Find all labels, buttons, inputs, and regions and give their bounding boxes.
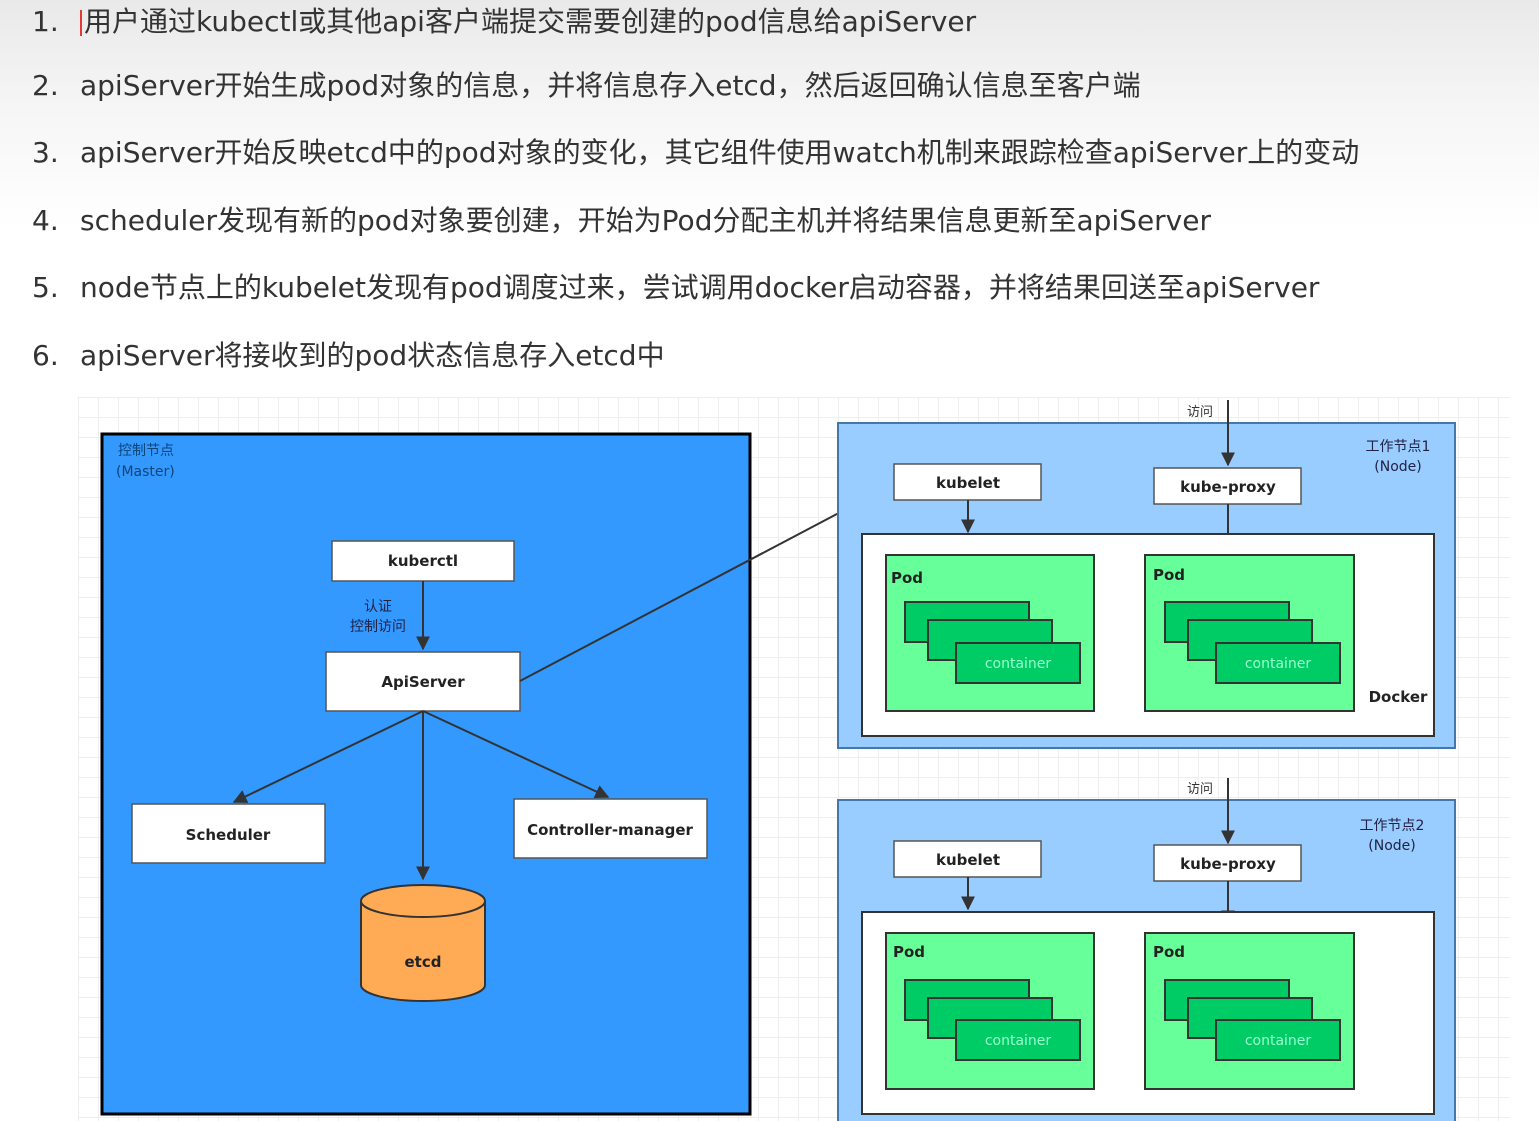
kubectl-label: kuberctl bbox=[388, 552, 458, 570]
step-text: node节点上的kubelet发现有pod调度过来，尝试调用docker启动容器… bbox=[80, 271, 1320, 304]
node2-pod1-container-label: container bbox=[985, 1033, 1052, 1049]
step-number: 2. bbox=[32, 69, 59, 102]
node2-kube-proxy-box bbox=[1153, 844, 1302, 882]
master-title-line2: (Master) bbox=[116, 464, 175, 480]
scheduler-label: Scheduler bbox=[186, 826, 271, 844]
step-number: 4. bbox=[32, 204, 59, 237]
node2-title-line2: (Node) bbox=[1368, 838, 1415, 854]
apiserver-to-controller-arrow bbox=[422, 710, 610, 799]
node1-kubelet-label: kubelet bbox=[936, 474, 1000, 492]
step-item: 2. apiServer开始生成pod对象的信息，并将信息存入etcd，然后返回确… bbox=[32, 64, 1141, 108]
node1-pod-2: Pod container bbox=[1144, 554, 1355, 712]
node2-kube-proxy-label: kube-proxy bbox=[1180, 855, 1276, 873]
node2-kubelet-box bbox=[893, 840, 1042, 878]
node1-pod-1: Pod container bbox=[885, 554, 1095, 712]
step-item: 1. 用户通过kubectl或其他api客户端提交需要创建的pod信息给apiSe… bbox=[32, 0, 976, 44]
apiserver-label: ApiServer bbox=[381, 673, 465, 691]
controller-manager-box bbox=[513, 798, 708, 859]
node1-kube-proxy-label: kube-proxy bbox=[1180, 478, 1276, 496]
step-item: 5. node节点上的kubelet发现有pod调度过来，尝试调用docker启动… bbox=[32, 266, 1319, 310]
worker-node-1: 工作节点1 (Node) 访问 kubelet kube-proxy Docke… bbox=[837, 400, 1456, 749]
scheduler-box bbox=[131, 803, 326, 864]
step-number: 3. bbox=[32, 136, 59, 169]
worker-node-2: 工作节点2 (Node) 访问 kubelet kube-proxy Pod bbox=[837, 778, 1456, 1121]
step-item: 6. apiServer将接收到的pod状态信息存入etcd中 bbox=[32, 334, 665, 378]
diagram-canvas: 控制节点 (Master) kuberctl 认证 控制访问 ApiServer… bbox=[100, 400, 1456, 1121]
node1-docker-label: Docker bbox=[1369, 688, 1428, 706]
apiserver-to-kubelet-arrow bbox=[519, 485, 892, 682]
step-number: 6. bbox=[32, 339, 59, 372]
step-number: 5. bbox=[32, 271, 59, 304]
node1-access-label: 访问 bbox=[1187, 405, 1213, 420]
node1-kube-proxy-box bbox=[1153, 467, 1302, 505]
steps-list: 1. 用户通过kubectl或其他api客户端提交需要创建的pod信息给apiSe… bbox=[0, 0, 1539, 392]
node2-access-label: 访问 bbox=[1187, 782, 1213, 797]
text-cursor bbox=[80, 10, 82, 36]
master-title-line1: 控制节点 bbox=[118, 443, 174, 459]
step-item: 4. scheduler发现有新的pod对象要创建，开始为Pod分配主机并将结果信… bbox=[32, 199, 1211, 243]
step-text: apiServer开始生成pod对象的信息，并将信息存入etcd，然后返回确认信… bbox=[80, 69, 1141, 102]
node2-title-line1: 工作节点2 bbox=[1360, 818, 1425, 834]
controller-manager-label: Controller-manager bbox=[527, 821, 693, 839]
node2-kubelet-label: kubelet bbox=[936, 851, 1000, 869]
kubectl-box bbox=[331, 540, 515, 582]
apiserver-box bbox=[325, 651, 521, 712]
step-text: apiServer开始反映etcd中的pod对象的变化，其它组件使用watch机… bbox=[80, 136, 1360, 169]
step-text: 用户通过kubectl或其他api客户端提交需要创建的pod信息给apiServ… bbox=[84, 5, 977, 38]
auth-label-line2: 控制访问 bbox=[350, 619, 406, 635]
node1-pod2-label: Pod bbox=[1153, 566, 1185, 584]
node1-title-line2: (Node) bbox=[1374, 459, 1421, 475]
node2-pod-1: Pod container bbox=[885, 932, 1095, 1090]
step-text: scheduler发现有新的pod对象要创建，开始为Pod分配主机并将结果信息更… bbox=[80, 204, 1211, 237]
etcd-cylinder: etcd bbox=[360, 884, 486, 1002]
step-number: 1. bbox=[32, 5, 59, 38]
architecture-diagram: 控制节点 (Master) kuberctl 认证 控制访问 ApiServer… bbox=[78, 397, 1510, 1121]
master-node-box bbox=[100, 432, 752, 1116]
master-node: 控制节点 (Master) kuberctl 认证 控制访问 ApiServer… bbox=[100, 432, 892, 1116]
node1-kubelet-box bbox=[893, 463, 1042, 501]
apiserver-to-scheduler-arrow bbox=[232, 710, 424, 803]
node2-pod1-label: Pod bbox=[893, 943, 925, 961]
node1-pod2-container-label: container bbox=[1245, 656, 1312, 672]
node1-title-line1: 工作节点1 bbox=[1366, 439, 1431, 455]
node2-pod-2: Pod container bbox=[1144, 932, 1355, 1090]
auth-label-line1: 认证 bbox=[364, 599, 392, 615]
etcd-label: etcd bbox=[405, 953, 442, 971]
step-item: 3. apiServer开始反映etcd中的pod对象的变化，其它组件使用watc… bbox=[32, 131, 1359, 175]
node2-pod2-label: Pod bbox=[1153, 943, 1185, 961]
node1-pod1-label: Pod bbox=[891, 569, 923, 587]
node2-pod2-container-label: container bbox=[1245, 1033, 1312, 1049]
step-text: apiServer将接收到的pod状态信息存入etcd中 bbox=[80, 339, 665, 372]
node1-pod1-container-label: container bbox=[985, 656, 1052, 672]
